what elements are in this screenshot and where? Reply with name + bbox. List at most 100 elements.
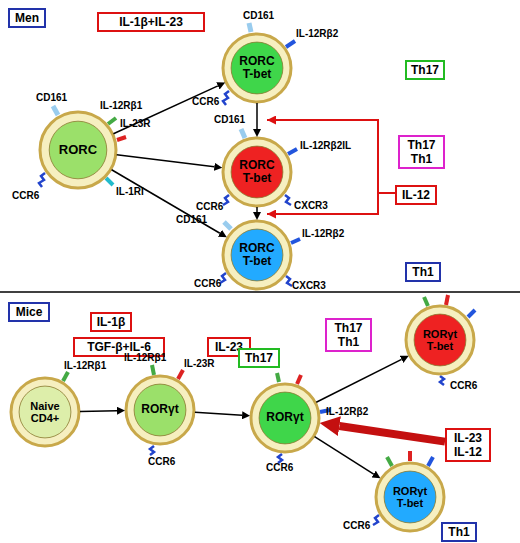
cd161-receptor: [224, 222, 231, 229]
receptor-label: CCR6: [196, 201, 223, 213]
ccr6-receptor: [223, 195, 229, 205]
receptor-label: CCR6: [194, 278, 221, 290]
cxcr3-receptor: [285, 195, 291, 205]
receptor-label: IL-23R: [184, 358, 215, 370]
box-text: Th1: [410, 265, 436, 279]
nucleus: [134, 384, 186, 436]
receptor-label: CXCR3: [294, 200, 328, 212]
t-cell: RORC T-bet: [221, 219, 293, 291]
ccr6-receptor: [373, 515, 379, 525]
cell-text: RORγt T-bet: [387, 485, 433, 509]
nucleus: [231, 42, 283, 94]
il12rb2-receptor: [428, 457, 433, 466]
box-text: IL-1β+IL-23: [102, 15, 200, 29]
section-divider: [0, 291, 520, 293]
t-cell: RORγt: [124, 374, 196, 446]
cell-membrane: [376, 463, 444, 531]
il12rb2-receptor: [291, 239, 300, 243]
box-text: TGF-β+IL-6: [78, 340, 160, 354]
receptor-label: IL-1RI: [116, 186, 144, 198]
il12-action-line: [267, 193, 378, 214]
nucleus: [414, 314, 466, 366]
t-cell: RORC T-bet: [221, 136, 293, 208]
subset-label: Th17: [405, 60, 445, 80]
box-text: Th17: [410, 63, 440, 77]
il12rb1-receptor: [63, 372, 68, 381]
arrow-connector: [112, 170, 220, 234]
il12rb2-receptor: [288, 149, 297, 154]
cell-membrane: [251, 384, 319, 452]
arrow-connector: [339, 426, 445, 442]
t-cell: RORγt: [249, 382, 321, 454]
arrow-connector: [117, 155, 215, 167]
arrow-connector: [256, 207, 258, 212]
cd161-receptor: [241, 129, 245, 138]
nucleus: [49, 121, 107, 179]
subset-label: Th1: [405, 262, 441, 282]
cell-membrane: [223, 138, 291, 206]
box-text: IL-1β: [95, 315, 127, 329]
receptor-label: IL-12Rβ1: [64, 360, 106, 372]
receptor-label: CCR6: [266, 462, 293, 474]
subset-label: Th17 Th1: [398, 135, 445, 169]
cytokine-box: IL-1β+IL-23: [97, 12, 205, 32]
ccr6-receptor: [150, 446, 154, 455]
nucleus: [231, 146, 283, 198]
box-text: Th17: [243, 351, 275, 365]
box-text: IL-12: [400, 188, 432, 202]
box-text: Th17 Th1: [403, 138, 440, 166]
receptor-label: CCR6: [343, 520, 370, 532]
arrow-connector: [113, 86, 217, 134]
ccr6-receptor: [39, 173, 45, 187]
ccr6-receptor: [440, 376, 444, 385]
cell-text: RORC T-bet: [234, 242, 280, 268]
il23r-receptor: [117, 137, 126, 140]
receptor-label: IL-23R: [120, 118, 151, 130]
subset-label: Th17 Th1: [325, 318, 372, 352]
il12rb1-receptor: [108, 118, 116, 124]
cell-membrane: [223, 34, 291, 102]
il12rb1-receptor: [387, 457, 392, 466]
il23r-receptor: [408, 451, 412, 461]
cd161-receptor: [53, 106, 58, 115]
t-cell: RORγt T-bet: [374, 461, 446, 533]
box-text: Men: [13, 11, 41, 25]
cytokine-box: IL-23 IL-12: [445, 428, 491, 462]
cell-membrane: [406, 306, 474, 374]
nucleus: [231, 229, 283, 281]
section-label: Mice: [8, 302, 50, 322]
receptor-label: CD161: [176, 214, 207, 226]
receptor-label: IL-12Rβ2: [302, 228, 344, 240]
cell-membrane: [223, 221, 291, 289]
arrow-connector: [316, 359, 401, 402]
arrow-connector: [256, 103, 258, 129]
subset-label: Th17: [238, 348, 280, 368]
box-text: Mice: [13, 305, 45, 319]
cell-text: RORC T-bet: [234, 159, 280, 185]
receptor-label: CD161: [214, 114, 245, 126]
receptor-label: CCR6: [148, 456, 175, 468]
cell-text: RORγt: [262, 411, 308, 424]
arrow-connector: [195, 412, 242, 415]
il23r-receptor: [178, 370, 183, 379]
cd161-receptor: [249, 23, 251, 32]
receptor-label: CCR6: [192, 96, 219, 108]
il23r-receptor: [297, 375, 301, 384]
receptor-label: CD161: [243, 10, 274, 22]
cell-membrane: [126, 376, 194, 444]
receptor-label: CCR6: [450, 380, 477, 392]
receptor-label: IL-12Rβ2: [326, 406, 368, 418]
cell-membrane: [40, 112, 116, 188]
t-cell: RORγt T-bet: [404, 304, 476, 376]
cytokine-box: IL-12: [395, 185, 437, 205]
cxcr3-receptor: [286, 276, 292, 286]
nucleus: [259, 392, 311, 444]
box-text: Th1: [446, 525, 472, 539]
receptor-label: IL-12Rβ2IL: [300, 140, 351, 152]
cytokine-box: IL-1β: [90, 312, 132, 332]
nucleus: [384, 471, 436, 523]
il23r-receptor: [446, 295, 448, 305]
cell-text: RORC T-bet: [234, 55, 280, 81]
receptor-label: IL-12Rβ1: [124, 352, 166, 364]
subset-label: Th1: [441, 522, 477, 542]
